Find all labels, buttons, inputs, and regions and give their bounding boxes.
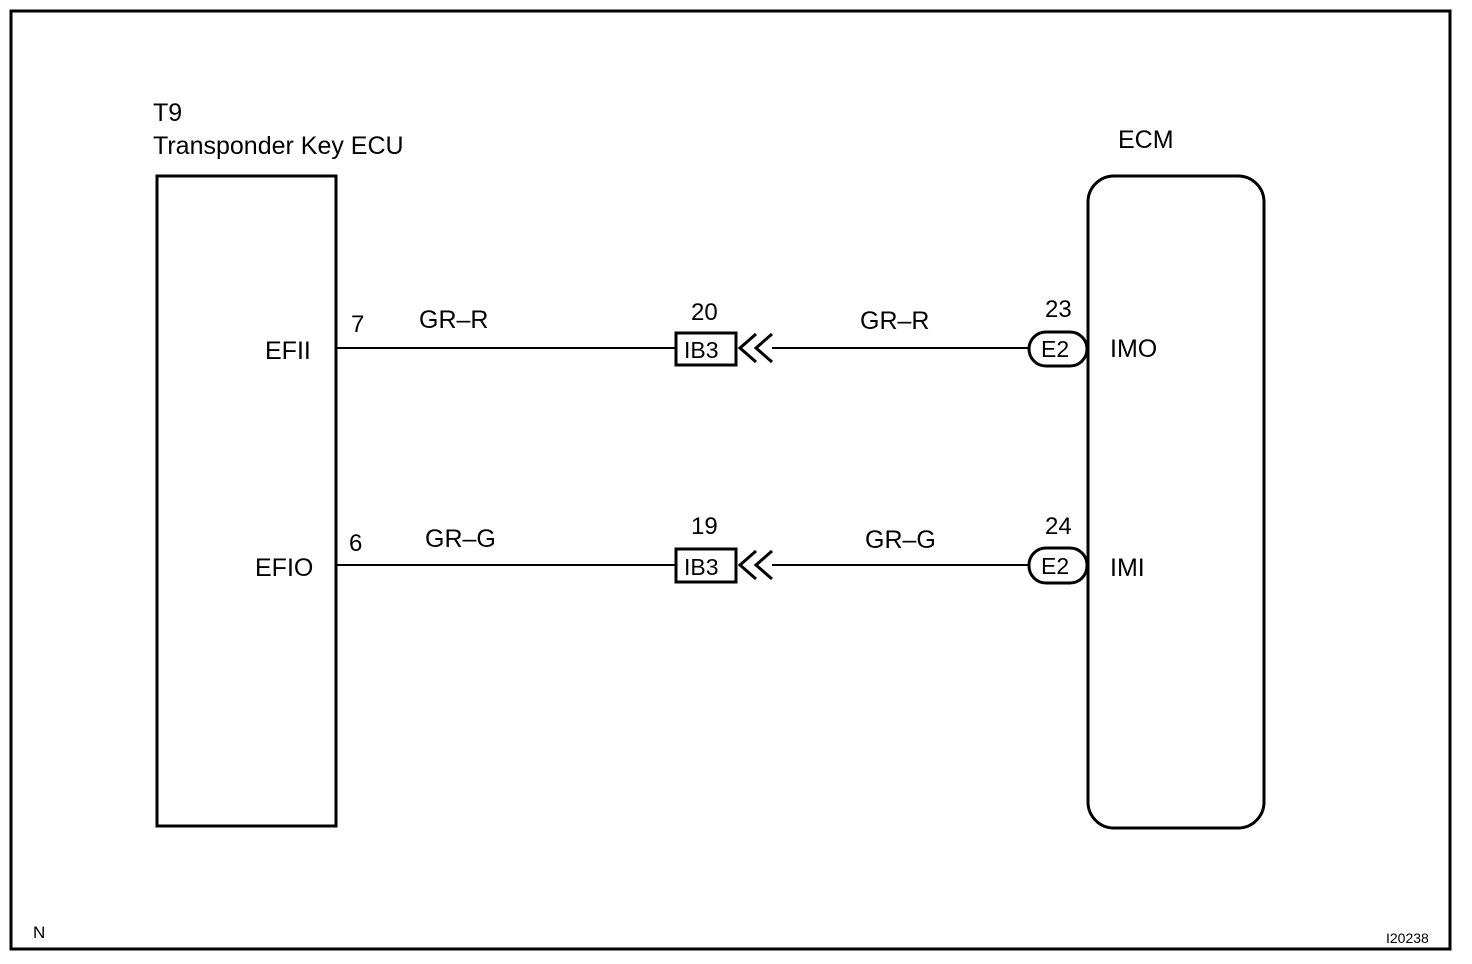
wire-color-left: GR–R <box>419 306 488 334</box>
ecm-connector-label: E2 <box>1041 336 1069 362</box>
circuit-efio-imi: EFIO 6 GR–G 19 IB3 GR–G 24 E2 IMI <box>255 513 1145 585</box>
double-chevron-icon <box>737 332 773 364</box>
junction-pin-number: 19 <box>691 513 718 540</box>
double-chevron-icon <box>737 549 773 581</box>
junction-pin-number: 20 <box>691 299 718 326</box>
ecm-pin-number: 24 <box>1045 513 1072 540</box>
circuit-efii-imo: EFII 7 GR–R 20 IB3 GR–R 23 E2 IMO <box>265 296 1157 368</box>
ecm-connector-oval <box>1027 330 1089 368</box>
junction-connector-label: IB3 <box>684 554 719 580</box>
diagram-frame <box>9 9 1452 951</box>
junction-connector-label: IB3 <box>684 337 719 363</box>
footer-left-mark: N <box>33 923 45 942</box>
junction-connector-box <box>674 547 738 584</box>
ecu-name: Transponder Key ECU <box>153 132 404 160</box>
figure-id: I20238 <box>1386 930 1429 946</box>
wire-color-right: GR–G <box>865 526 936 554</box>
junction-connector-box <box>674 331 738 367</box>
ecu-terminal-label: EFIO <box>255 554 313 582</box>
ecm-terminal-label: IMI <box>1110 554 1145 582</box>
wire-color-right: GR–R <box>860 307 929 335</box>
ecm-terminal-label: IMO <box>1110 335 1157 363</box>
ecm-name: ECM <box>1118 126 1174 154</box>
ecu-code: T9 <box>153 99 182 127</box>
wire-color-left: GR–G <box>425 525 496 553</box>
ecm-connector-label: E2 <box>1041 553 1069 579</box>
ecu-terminal-label: EFII <box>265 337 311 365</box>
ecm-box <box>1086 174 1266 830</box>
ecm-connector-oval <box>1027 546 1089 585</box>
ecu-pin-number: 7 <box>351 311 364 338</box>
ecu-box <box>155 174 338 828</box>
ecu-pin-number: 6 <box>349 530 362 557</box>
ecm-pin-number: 23 <box>1045 296 1072 323</box>
